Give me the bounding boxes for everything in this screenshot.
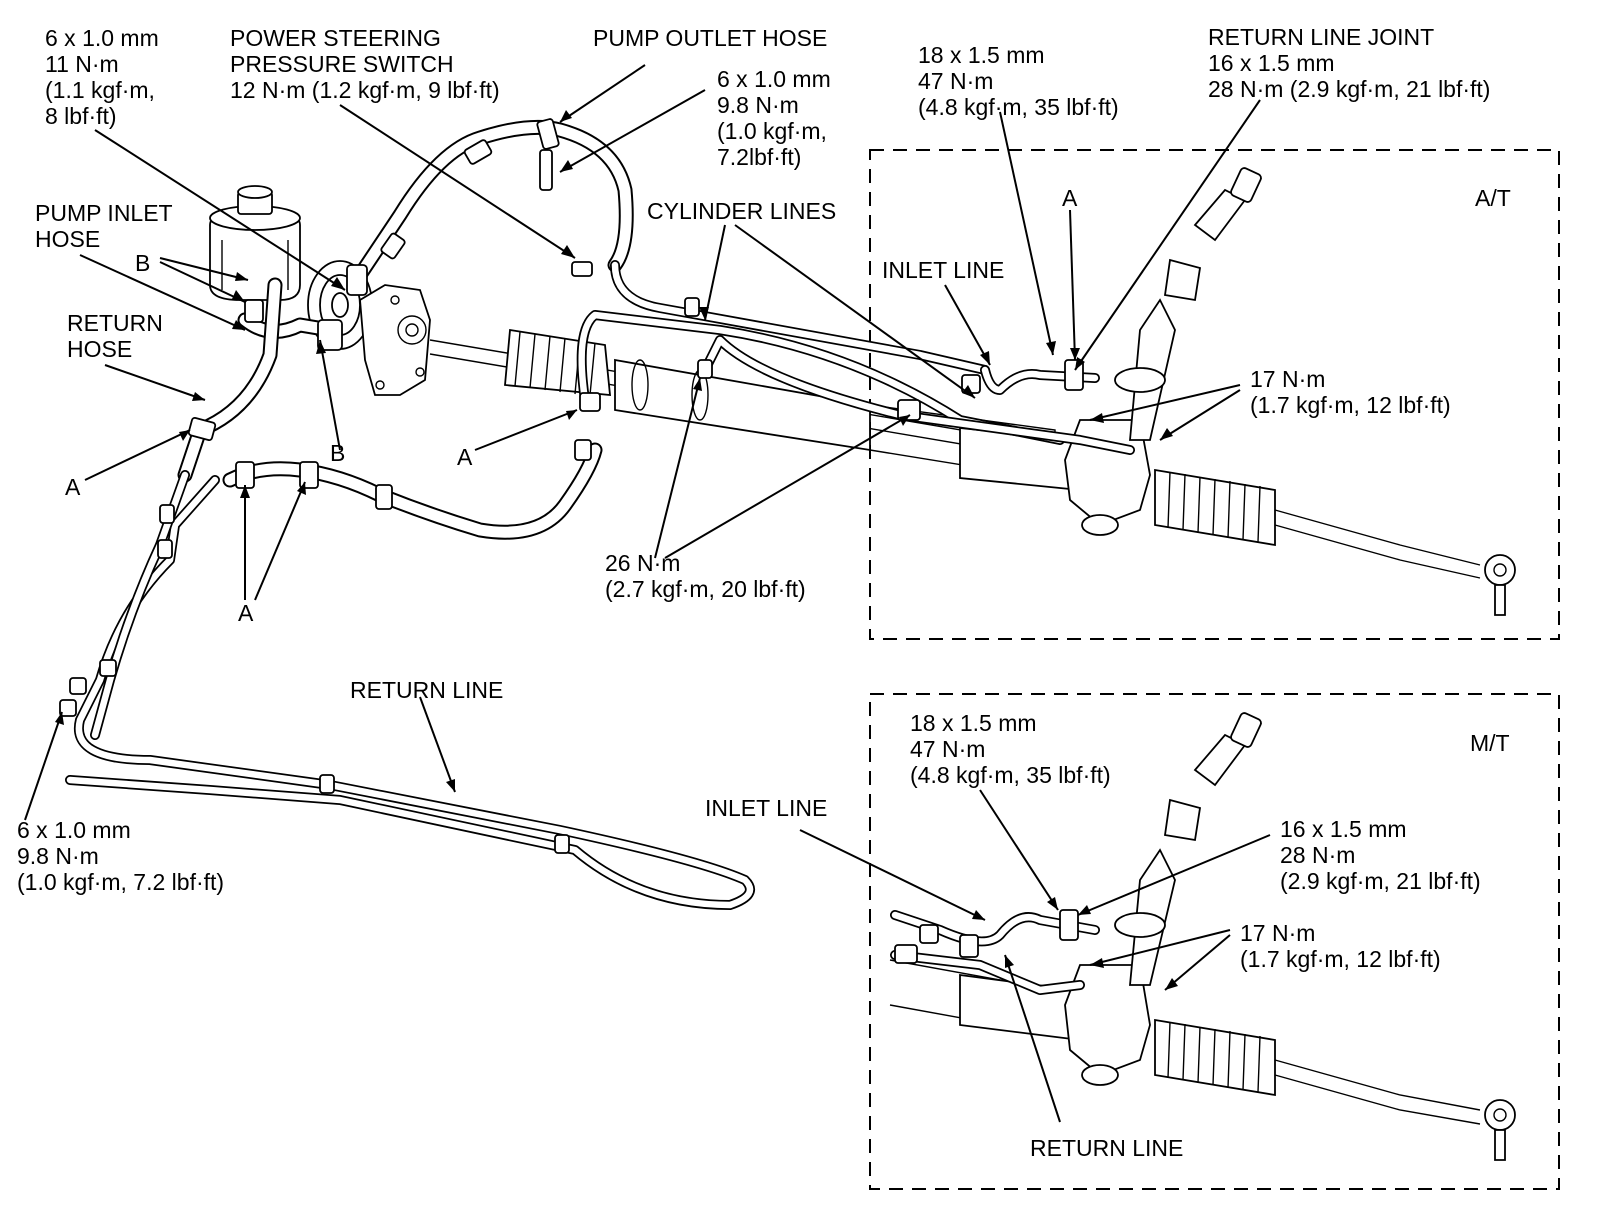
label-line: 17 N·m — [1240, 920, 1316, 946]
label-line: CYLINDER LINES — [647, 198, 837, 224]
label-pump-outlet-hose: PUMP OUTLET HOSE — [593, 25, 827, 51]
label-line: (2.7 kgf·m, 20 lbf·ft) — [605, 576, 806, 602]
label-mt-16x15: 16 x 1.5 mm 28 N·m (2.9 kgf·m, 21 lbf·ft… — [1280, 816, 1481, 894]
label-line: PUMP INLET — [35, 200, 173, 226]
cylinder-lines — [576, 310, 1135, 455]
label-at-18x15: 18 x 1.5 mm 47 N·m (4.8 kgf·m, 35 lbf·ft… — [918, 42, 1119, 120]
mt-detail-box — [869, 693, 1560, 1190]
letter-b: B — [135, 250, 150, 276]
label-line: HOSE — [67, 336, 133, 362]
label-line: 28 N·m (2.9 kgf·m, 21 lbf·ft) — [1208, 76, 1491, 102]
pressure-line — [610, 260, 990, 375]
label-bolt-6x10-outlet: 6 x 1.0 mm 9.8 N·m (1.0 kgf·m, 7.2lbf·ft… — [717, 66, 831, 170]
label-line: PUMP OUTLET HOSE — [593, 25, 828, 51]
letter-a: A — [238, 600, 253, 626]
label-mt-title: M/T — [1470, 730, 1510, 756]
label-return-line-main: RETURN LINE — [350, 677, 503, 703]
label-line: (2.9 kgf·m, 21 lbf·ft) — [1280, 868, 1481, 894]
label-line: 12 N·m (1.2 kgf·m, 9 lbf·ft) — [230, 77, 500, 103]
label-line: (4.8 kgf·m, 35 lbf·ft) — [910, 762, 1111, 788]
label-line: (1.0 kgf·m, — [717, 118, 827, 144]
label-inlet-line-at: INLET LINE — [882, 257, 1004, 283]
lines-mt — [890, 910, 1100, 995]
letter-b: B — [330, 440, 345, 466]
label-line: RETURN — [67, 310, 163, 336]
label-bolt-6x10-pump: 6 x 1.0 mm 11 N·m (1.1 kgf·m, 8 lbf·ft) — [45, 25, 159, 129]
label-line: 8 lbf·ft) — [45, 103, 117, 129]
label-line: A — [1062, 185, 1078, 211]
label-return-line-mt: RETURN LINE — [1030, 1135, 1183, 1161]
label-line: 6 x 1.0 mm — [45, 25, 159, 51]
label-mt-17nm: 17 N·m (1.7 kgf·m, 12 lbf·ft) — [1240, 920, 1441, 972]
label-mt-18x15: 18 x 1.5 mm 47 N·m (4.8 kgf·m, 35 lbf·ft… — [910, 710, 1111, 788]
lower-return-hose — [222, 442, 603, 540]
label-line: 18 x 1.5 mm — [918, 42, 1045, 68]
label-line: 47 N·m — [918, 68, 994, 94]
leader-lines — [24, 64, 1271, 1123]
label-at-17nm: 17 N·m (1.7 kgf·m, 12 lbf·ft) — [1250, 366, 1451, 418]
letter-a: A — [457, 444, 472, 470]
label-line: 11 N·m — [45, 51, 119, 77]
label-line: 9.8 N·m — [17, 843, 99, 869]
label-return-line-joint: RETURN LINE JOINT 16 x 1.5 mm 28 N·m (2.… — [1208, 24, 1490, 102]
hose-clamps — [59, 118, 1084, 964]
pump-outlet-hose — [352, 119, 634, 283]
label-line: RETURN LINE — [1030, 1135, 1184, 1161]
label-line: 9.8 N·m — [717, 92, 799, 118]
label-return-hose: RETURN HOSE — [67, 310, 163, 362]
label-line: 6 x 1.0 mm — [17, 817, 131, 843]
label-line: 47 N·m — [910, 736, 986, 762]
label-line: A — [65, 474, 81, 500]
label-line: A/T — [1475, 185, 1511, 211]
arrowheads — [55, 110, 1178, 990]
label-line: RETURN LINE — [350, 677, 504, 703]
label-line: (1.0 kgf·m, 7.2 lbf·ft) — [17, 869, 225, 895]
label-line: (4.8 kgf·m, 35 lbf·ft) — [918, 94, 1119, 120]
inlet-line-at — [980, 365, 1100, 395]
label-line: HOSE — [35, 226, 101, 252]
label-line: POWER STEERING — [230, 25, 441, 51]
letter-a: A — [1062, 185, 1077, 211]
label-line: (1.1 kgf·m, — [45, 77, 155, 103]
label-line: 28 N·m — [1280, 842, 1356, 868]
label-line: RETURN LINE JOINT — [1208, 24, 1435, 50]
label-line: B — [135, 250, 151, 276]
label-line: 26 N·m — [605, 550, 681, 576]
label-line: 16 x 1.5 mm — [1208, 50, 1335, 76]
label-line: A — [238, 600, 254, 626]
label-line: M/T — [1470, 730, 1510, 756]
label-line: (1.7 kgf·m, 12 lbf·ft) — [1240, 946, 1441, 972]
label-line: 16 x 1.5 mm — [1280, 816, 1407, 842]
label-line: B — [330, 440, 346, 466]
label-line: A — [457, 444, 473, 470]
label-bolt-6x10-return: 6 x 1.0 mm 9.8 N·m (1.0 kgf·m, 7.2 lbf·f… — [17, 817, 224, 895]
label-cylinder-lines: CYLINDER LINES — [647, 198, 836, 224]
label-line: (1.7 kgf·m, 12 lbf·ft) — [1250, 392, 1451, 418]
reservoir-tank — [209, 185, 301, 301]
label-line: INLET LINE — [705, 795, 828, 821]
label-line: 18 x 1.5 mm — [910, 710, 1037, 736]
label-line: INLET LINE — [882, 257, 1005, 283]
at-detail-box — [869, 149, 1560, 640]
label-torque-26: 26 N·m (2.7 kgf·m, 20 lbf·ft) — [605, 550, 806, 602]
letter-a: A — [65, 474, 80, 500]
label-line: 17 N·m — [1250, 366, 1326, 392]
label-line: PRESSURE SWITCH — [230, 51, 454, 77]
label-pump-inlet-hose: PUMP INLET HOSE — [35, 200, 173, 252]
label-at-title: A/T — [1475, 185, 1511, 211]
label-line: 7.2lbf·ft) — [717, 144, 802, 170]
label-inlet-line-mt: INLET LINE — [705, 795, 827, 821]
label-line: 6 x 1.0 mm — [717, 66, 831, 92]
label-pressure-switch: POWER STEERING PRESSURE SWITCH 12 N·m (1… — [230, 25, 500, 103]
